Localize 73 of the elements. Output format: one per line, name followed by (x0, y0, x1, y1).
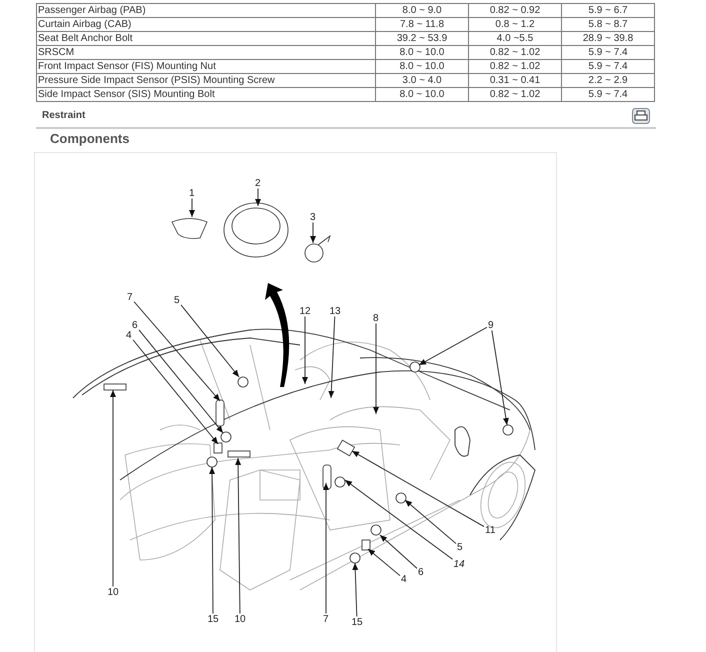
table-cell: 0.82 ~ 1.02 (468, 60, 562, 74)
leader-line (328, 316, 336, 398)
table-cell: 8.0 ~ 9.0 (376, 4, 468, 18)
leader-line (310, 222, 316, 244)
table-cell: 5.9 ~ 6.7 (562, 4, 654, 18)
callout-number: 12 (298, 306, 312, 316)
callout-number: 15 (206, 614, 220, 624)
row-header-cell: Side Impact Sensor (SIS) Mounting Bolt (36, 88, 376, 102)
leader-line (209, 466, 216, 614)
row-header-cell: Pressure Side Impact Sensor (PSIS) Mounting Screw (36, 74, 376, 88)
table-cell: 7.8 ~ 11.8 (376, 18, 468, 32)
callout-number: 7 (322, 614, 330, 624)
leader-line (323, 482, 329, 614)
table-cell: 3.0 ~ 4.0 (376, 74, 468, 88)
table-cell: 5.9 ~ 7.4 (562, 46, 654, 60)
leader-line (491, 330, 509, 426)
table-cell: 0.8 ~ 1.2 (468, 18, 562, 32)
callout-number: 3 (309, 212, 317, 222)
callout-number: 5 (456, 542, 464, 552)
table-cell: 0.82 ~ 0.92 (468, 4, 562, 18)
callout-number: 10 (106, 586, 120, 598)
leader-line (180, 304, 240, 378)
table-cell: 8.0 ~ 10.0 (376, 60, 468, 74)
leader-line (373, 323, 379, 414)
leader-line (255, 188, 261, 206)
section-heading: Restraint (42, 110, 86, 121)
callout-number: 6 (417, 566, 425, 578)
leader-line (110, 390, 116, 587)
callout-number: 2 (254, 178, 262, 188)
leader-line (368, 548, 400, 576)
callout-number: 9 (487, 320, 495, 330)
leader-line (235, 458, 242, 614)
callout-number: 1 (188, 188, 196, 198)
table-cell: 8.0 ~ 10.0 (376, 46, 468, 60)
callout-number: 6 (131, 320, 139, 330)
table-cell: 28.9 ~ 39.8 (562, 32, 654, 46)
leader-line (138, 329, 224, 434)
row-header-cell: Passenger Airbag (PAB) (36, 4, 376, 18)
table-cell: 4.0 ~5.5 (468, 32, 562, 46)
leader-line (352, 562, 358, 617)
callout-number: 5 (173, 294, 181, 306)
callout-number: 7 (126, 292, 134, 302)
callout-number: 14 (452, 558, 466, 570)
callout-number: 4 (125, 330, 133, 340)
leader-line (344, 480, 453, 560)
table-cell: 8.0 ~ 10.0 (376, 88, 468, 102)
leader-line (302, 316, 308, 384)
heading: Components (50, 131, 130, 146)
table-cell: 0.82 ~ 1.02 (468, 88, 562, 102)
table-cell: 5.9 ~ 7.4 (562, 88, 654, 102)
table-cell: 5.9 ~ 7.4 (562, 60, 654, 74)
table-cell: 5.8 ~ 8.7 (562, 18, 654, 32)
leader-line (132, 339, 218, 444)
callout-number: 11 (484, 524, 496, 536)
table-cell: 39.2 ~ 53.9 (376, 32, 468, 46)
row-header-cell: Curtain Airbag (CAB) (36, 18, 376, 32)
leader-line (380, 534, 418, 569)
leader-line (418, 326, 488, 366)
row-header-cell: Front Impact Sensor (FIS) Mounting Nut (36, 60, 376, 74)
callout-number: 10 (234, 614, 247, 624)
row-header-cell: SRSCM (36, 46, 376, 60)
callout-number: 13 (328, 306, 342, 316)
callout-number: 4 (400, 574, 408, 584)
callout-number: 15 (350, 616, 364, 628)
leader-line (134, 301, 220, 402)
row-header-cell: Seat Belt Anchor Bolt (36, 32, 376, 46)
table-cell: 2.2 ~ 2.9 (562, 74, 654, 88)
leader-line (352, 450, 484, 528)
table-cell: 0.31 ~ 0.41 (468, 74, 562, 88)
leader-line (189, 198, 195, 218)
leader-line (404, 500, 456, 544)
table-cell: 0.82 ~ 1.02 (468, 46, 562, 60)
callout-number: 8 (372, 312, 380, 324)
